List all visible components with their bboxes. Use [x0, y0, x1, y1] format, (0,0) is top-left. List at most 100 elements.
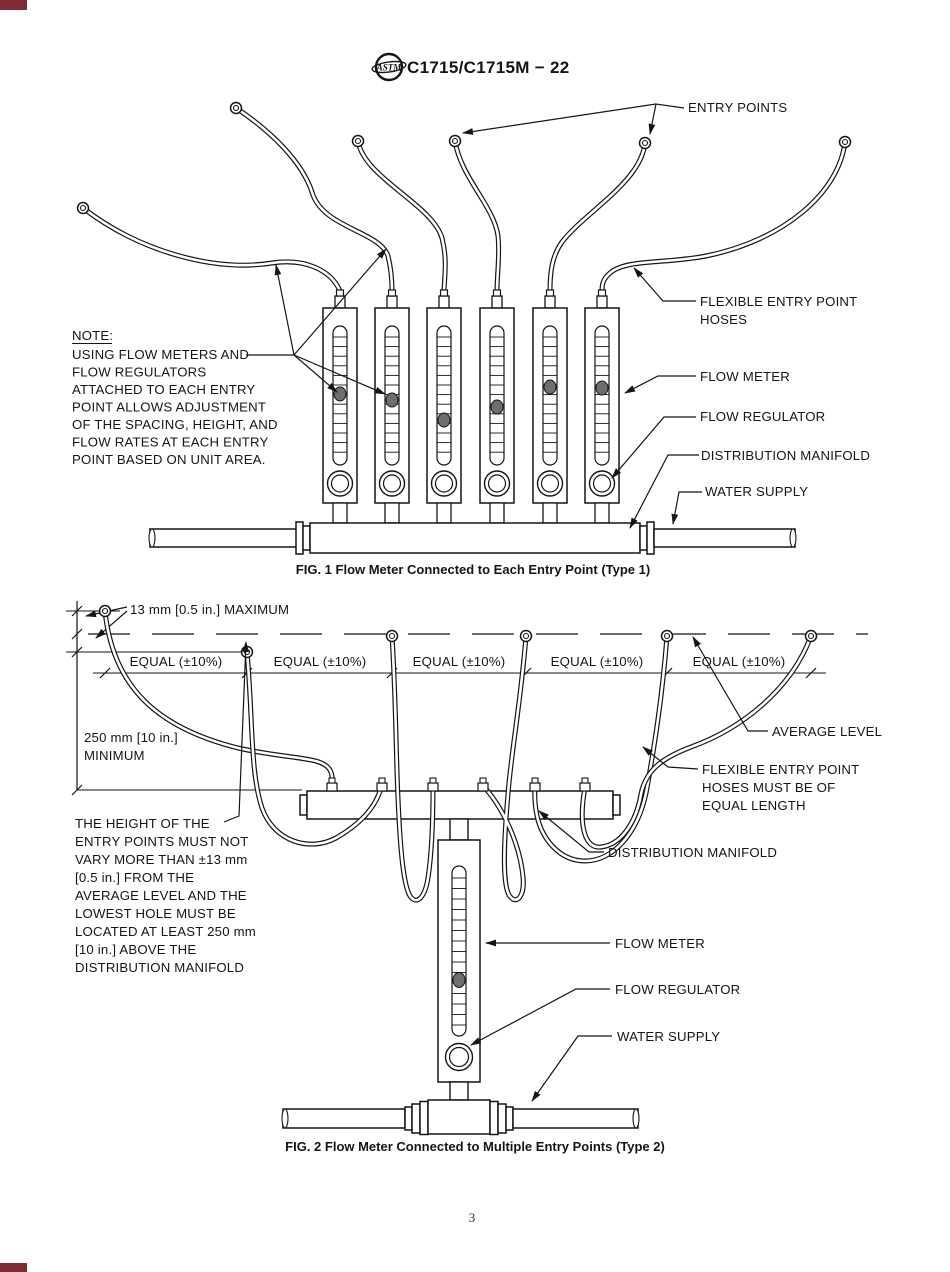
- entry-point-hole: [232, 104, 240, 112]
- fig2-note-line: VARY MORE THAN ±13 mm: [75, 852, 247, 867]
- page-title: C1715/C1715M − 22: [407, 58, 569, 77]
- leader-line: [629, 454, 699, 529]
- document-header: ASTM C1715/C1715M − 22: [371, 52, 569, 82]
- meter-float: [333, 386, 347, 402]
- fig1-label-entry-points: ENTRY POINTS: [688, 100, 787, 115]
- figure-2: 13 mm [0.5 in.] MAXIMUM 250 mm [10 in.] …: [66, 601, 882, 1154]
- equal-spacing-label: EQUAL (±10%): [551, 654, 644, 669]
- fig1-label-distribution-manifold: DISTRIBUTION MANIFOLD: [701, 448, 870, 463]
- manifold-connector: [427, 782, 439, 792]
- hose-core: [356, 139, 447, 293]
- equal-spacing-label: EQUAL (±10%): [274, 654, 367, 669]
- meter-cap: [387, 289, 397, 297]
- dimension-tick: [71, 628, 83, 640]
- fig1-label-flow-regulator: FLOW REGULATOR: [700, 409, 825, 424]
- leader-line: [538, 810, 604, 853]
- leader-line: [692, 636, 768, 732]
- fig1-flow-meters: [322, 289, 620, 524]
- meter-float: [543, 379, 557, 395]
- fig1-leader-lines: [246, 103, 702, 529]
- fig1-distribution-manifold: [148, 521, 797, 555]
- meter-cap: [439, 289, 449, 297]
- meter-cap: [492, 289, 502, 297]
- leader-line: [671, 491, 702, 525]
- flow-regulator-knob-inner: [448, 1046, 470, 1068]
- meter-tube: [542, 325, 558, 466]
- page-corner-mark-top: [0, 0, 27, 10]
- meter-neck: [596, 295, 608, 309]
- meter-float: [452, 972, 466, 988]
- dimension-tick: [71, 646, 83, 658]
- manifold-connector-cap: [479, 777, 487, 784]
- meter-neck: [438, 295, 450, 309]
- fig2-distribution-manifold: [299, 790, 621, 820]
- hose-outline: [80, 205, 343, 294]
- entry-point-hole: [451, 137, 459, 145]
- fig2-flow-meter-assembly: [437, 818, 481, 1101]
- astm-logo: ASTM: [371, 52, 407, 82]
- hose-core: [600, 140, 847, 293]
- flow-meter: [426, 289, 462, 524]
- meter-cap: [545, 289, 555, 297]
- manifold-connector: [477, 782, 489, 792]
- fig1-entry-points: [76, 101, 852, 215]
- meter-lower-stem: [449, 1081, 469, 1101]
- hose-outline: [355, 138, 448, 294]
- meter-neck: [386, 295, 398, 309]
- meter-stem: [332, 502, 348, 524]
- flow-regulator-knob-inner: [382, 474, 402, 493]
- meter-stem: [594, 502, 610, 524]
- dimension-tick: [99, 667, 111, 679]
- fig1-hoses: [80, 105, 848, 294]
- fig2-note-line: [10 in.] ABOVE THE: [75, 942, 196, 957]
- flow-regulator-knob-inner: [487, 474, 507, 493]
- meter-tube: [489, 325, 505, 466]
- entry-point-hole: [79, 204, 87, 212]
- fig2-label-flex-line3: EQUAL LENGTH: [702, 798, 806, 813]
- meter-cap: [597, 289, 607, 297]
- dimension-tick: [805, 667, 817, 679]
- fig1-note-line: USING FLOW METERS AND: [72, 347, 249, 362]
- meter-float: [437, 412, 451, 428]
- flow-meter: [479, 289, 515, 524]
- hose-core: [484, 634, 528, 901]
- entry-point-hole: [663, 632, 671, 640]
- fig2-note-line: LOCATED AT LEAST 250 mm: [75, 924, 256, 939]
- dimension-tick: [71, 784, 83, 796]
- fig1-note-line: ATTACHED TO EACH ENTRY: [72, 382, 255, 397]
- flow-regulator-knob-inner: [330, 474, 350, 493]
- manifold-connector: [529, 782, 541, 792]
- hose-core: [533, 634, 669, 863]
- leader-line: [274, 264, 295, 356]
- fig1-note-line: POINT BASED ON UNIT AREA.: [72, 452, 266, 467]
- fig1-note-line: FLOW RATES AT EACH ENTRY: [72, 435, 269, 450]
- leader-line: [470, 988, 610, 1046]
- equal-spacing-label: EQUAL (±10%): [413, 654, 506, 669]
- hose-outline: [547, 140, 648, 294]
- fig2-caption: FIG. 2 Flow Meter Connected to Multiple …: [285, 1139, 665, 1154]
- entry-point-hole: [388, 632, 396, 640]
- fig2-label-water-supply: WATER SUPPLY: [617, 1029, 720, 1044]
- manifold-connector: [579, 782, 591, 792]
- flow-meter: [374, 289, 410, 524]
- fig2-note-line: ENTRY POINTS MUST NOT: [75, 834, 248, 849]
- figure-1: ENTRY POINTS FLEXIBLE ENTRY POINT HOSES …: [72, 100, 870, 577]
- flow-regulator-knob-inner: [592, 474, 612, 493]
- fig2-label-flex-line1: FLEXIBLE ENTRY POINT: [702, 762, 859, 777]
- leader-line: [531, 1035, 612, 1102]
- equal-spacing-label: EQUAL (±10%): [130, 654, 223, 669]
- manifold-connector: [326, 782, 338, 792]
- meter-float: [490, 399, 504, 415]
- astm-logo-text: ASTM: [376, 63, 403, 73]
- leader-line: [648, 103, 685, 135]
- flow-meter: [584, 289, 620, 524]
- meter-tube: [451, 865, 467, 1037]
- manifold-connector: [376, 782, 388, 792]
- page-corner-mark-bottom: [0, 1263, 27, 1272]
- meter-stem: [542, 502, 558, 524]
- flow-regulator-knob-inner: [540, 474, 560, 493]
- meter-stem: [436, 502, 452, 524]
- manifold-connector-cap: [328, 777, 336, 784]
- fig2-note-line: [0.5 in.] FROM THE: [75, 870, 194, 885]
- manifold-connector-cap: [531, 777, 539, 784]
